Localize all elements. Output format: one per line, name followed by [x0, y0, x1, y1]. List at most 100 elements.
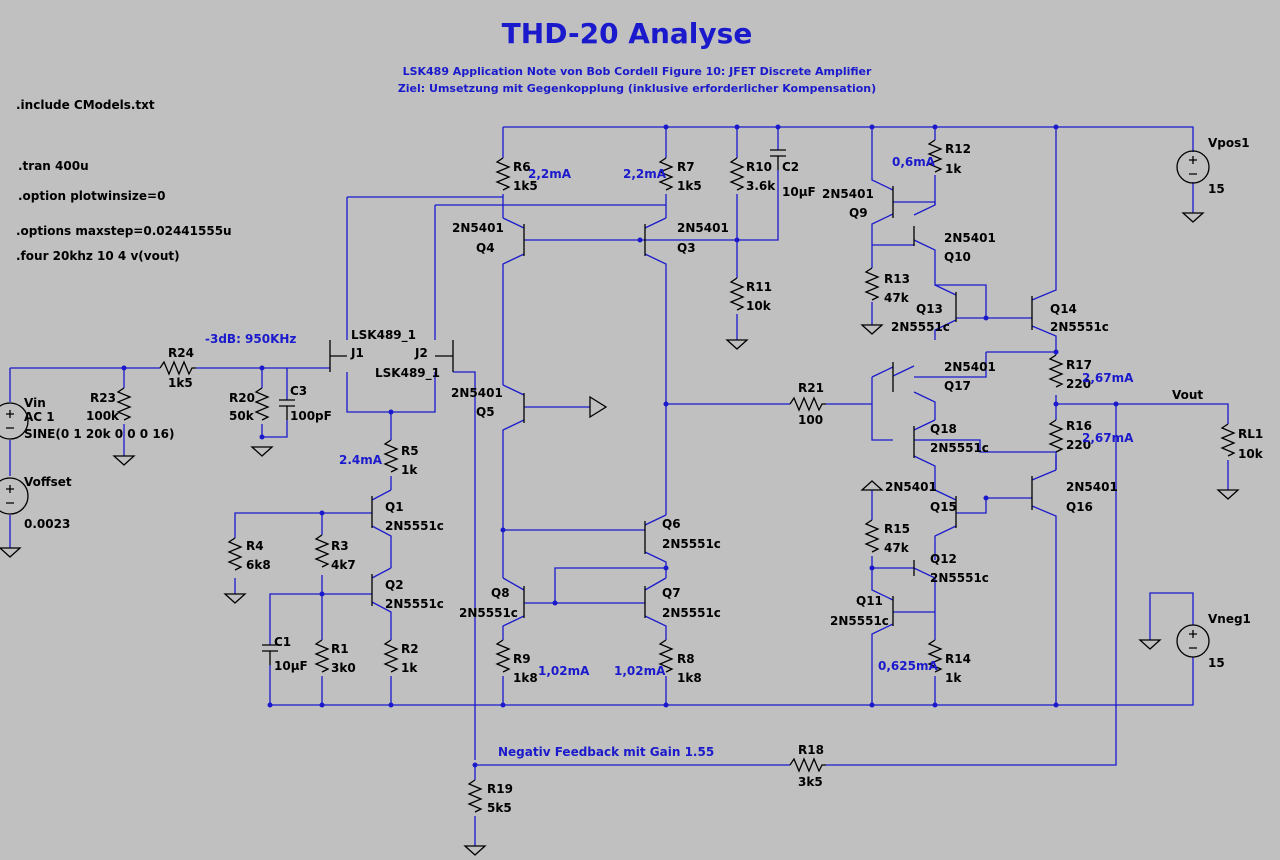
r5-name: R5: [401, 444, 419, 458]
directive-tran: .tran 400u: [18, 159, 89, 173]
q7-model: 2N5551c: [662, 606, 721, 620]
r15-name: R15: [884, 522, 910, 536]
r10-name: R10: [746, 160, 772, 174]
directive-four: .four 20khz 10 4 v(vout): [16, 249, 180, 263]
r12-value: 1k: [945, 162, 962, 176]
directive-maxstep: .options maxstep=0.02441555u: [16, 224, 232, 238]
q17-name: Q17: [944, 379, 971, 393]
directive-include: .include CModels.txt: [16, 98, 155, 112]
q2-model: 2N5551c: [385, 597, 444, 611]
r6-name: R6: [513, 160, 531, 174]
j2-name: J2: [414, 346, 428, 360]
q8-model: 2N5551c: [459, 606, 518, 620]
q11-name: Q11: [856, 594, 883, 608]
q16-model: 2N5401: [1066, 480, 1118, 494]
c1-value: 10µF: [274, 659, 308, 673]
q8-name: Q8: [491, 586, 510, 600]
q6-name: Q6: [662, 517, 681, 531]
current-r14: 0,625mA: [878, 659, 938, 673]
r11-name: R11: [746, 280, 772, 294]
transistor-bars: [329, 186, 1033, 626]
r18-name: R18: [798, 743, 824, 757]
r24-value: 1k5: [168, 376, 193, 390]
q5-model: 2N5401: [451, 386, 503, 400]
cutoff-annotation: -3dB: 950KHz: [205, 332, 296, 346]
c3-name: C3: [290, 384, 307, 398]
q18-model: 2N5551c: [930, 441, 989, 455]
current-r7: 2,2mA: [623, 167, 667, 181]
r21-value: 100: [798, 413, 823, 427]
q3-model: 2N5401: [677, 221, 729, 235]
current-r12: 0,6mA: [892, 155, 936, 169]
r6-value: 1k5: [513, 179, 538, 193]
j2-model: LSK489_1: [375, 366, 440, 381]
r2-value: 1k: [401, 661, 418, 675]
q14-model: 2N5551c: [1050, 320, 1109, 334]
r8-name: R8: [677, 652, 695, 666]
rl1-value: 10k: [1238, 447, 1264, 461]
q1-name: Q1: [385, 500, 404, 514]
q18-name: Q18: [930, 422, 957, 436]
r3-name: R3: [331, 539, 349, 553]
r8-value: 1k8: [677, 671, 702, 685]
q13-model: 2N5551c: [891, 320, 950, 334]
current-r16: 2,67mA: [1082, 431, 1134, 445]
q9-model: 2N5401: [822, 187, 874, 201]
q5-name: Q5: [476, 405, 495, 419]
r7-value: 1k5: [677, 179, 702, 193]
subtitle-line-1: LSK489 Application Note von Bob Cordell …: [403, 65, 872, 78]
r4-value: 6k8: [246, 558, 271, 572]
r23-value: 100k: [86, 409, 120, 423]
q12-model: 2N5551c: [930, 571, 989, 585]
q6-model: 2N5551c: [662, 537, 721, 551]
r20-name: R20: [229, 391, 255, 405]
junction-dots: [121, 124, 1119, 768]
r17-value: 220: [1066, 377, 1091, 391]
r9-value: 1k8: [513, 671, 538, 685]
r11-value: 10k: [746, 299, 772, 313]
r13-name: R13: [884, 272, 910, 286]
r1-value: 3k0: [331, 661, 356, 675]
feedback-annotation: Negativ Feedback mit Gain 1.55: [498, 745, 714, 759]
r13-value: 47k: [884, 291, 910, 305]
r9-name: R9: [513, 652, 531, 666]
r4-name: R4: [246, 539, 264, 553]
r17-name: R17: [1066, 358, 1092, 372]
voffset-value: 0.0023: [24, 517, 70, 531]
resistor-symbols: [116, 139, 1236, 813]
r20-value: 50k: [229, 409, 255, 423]
q13-name: Q13: [916, 302, 943, 316]
r15-value: 47k: [884, 541, 910, 555]
current-r5: 2.4mA: [339, 453, 383, 467]
vneg-name: Vneg1: [1208, 612, 1251, 626]
q10-model: 2N5401: [944, 231, 996, 245]
q11-model: 2N5551c: [830, 614, 889, 628]
q16-name: Q16: [1066, 500, 1093, 514]
current-r17: 2,67mA: [1082, 371, 1134, 385]
q4-model: 2N5401: [452, 221, 504, 235]
r19-name: R19: [487, 782, 513, 796]
current-r6: 2,2mA: [528, 167, 572, 181]
q12-name: Q12: [930, 552, 957, 566]
r18-value: 3k5: [798, 775, 823, 789]
r1-name: R1: [331, 642, 349, 656]
q2-name: Q2: [385, 578, 404, 592]
voffset-name: Voffset: [24, 475, 72, 489]
q1-model: 2N5551c: [385, 519, 444, 533]
r5-value: 1k: [401, 463, 418, 477]
r16-value: 220: [1066, 438, 1091, 452]
r19-value: 5k5: [487, 801, 512, 815]
directive-plotwinsize: .option plotwinsize=0: [18, 189, 165, 203]
q7-name: Q7: [662, 586, 681, 600]
vneg-value: 15: [1208, 656, 1225, 670]
r10-value: 3.6k: [746, 179, 776, 193]
vpos-name: Vpos1: [1208, 136, 1250, 150]
current-r8: 1,02mA: [614, 664, 666, 678]
vin-name: Vin: [24, 396, 46, 410]
capacitor-symbols: [262, 149, 786, 665]
vin-ac: AC 1: [24, 410, 55, 424]
r16-name: R16: [1066, 419, 1092, 433]
rl1-name: RL1: [1238, 427, 1263, 441]
q4-name: Q4: [476, 241, 495, 255]
